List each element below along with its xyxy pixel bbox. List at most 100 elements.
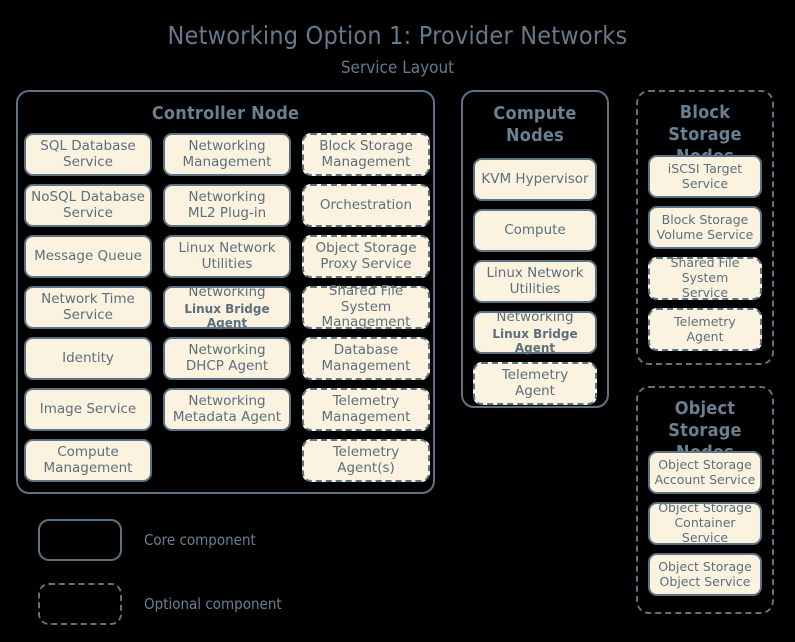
title-area: Networking Option 1: Provider Networks S…	[0, 22, 795, 77]
component-label-line2: Service	[681, 175, 729, 191]
legend-label-core: Core component	[144, 531, 256, 549]
component-label-line2: Management	[321, 408, 411, 425]
component-label-line1: iSCSI Target	[667, 160, 743, 176]
component-label-line1: Message Queue	[34, 247, 142, 264]
component-label-line1: Identity	[62, 349, 114, 366]
component-box-identity: Identity	[24, 337, 152, 380]
component-box-orchestration: Orchestration	[302, 184, 430, 227]
component-label-line1: Networking	[188, 341, 266, 358]
component-label-line1: Object Storage	[315, 239, 417, 256]
component-label-line2: Management	[321, 314, 411, 331]
component-label-line1: Orchestration	[319, 196, 413, 213]
panel-title-compute-nodes: Compute Nodes	[493, 103, 577, 146]
component-label-line1: Block Storage	[319, 137, 413, 154]
component-label-line1: SQL Database	[40, 137, 136, 154]
component-box-compute: Compute	[473, 209, 597, 252]
panel-controller-node: Controller Node	[16, 90, 435, 494]
component-label-line1: Telemetry	[332, 443, 400, 460]
component-label-line1: Object Storage	[658, 500, 752, 516]
page-title: Networking Option 1: Provider Networks	[167, 21, 628, 50]
component-label-line1: Linux Network	[486, 264, 584, 281]
component-label-line2: Linux Bridge Agent	[492, 326, 578, 355]
component-label-line1: Network Time	[41, 290, 135, 307]
component-label-line1: Telemetry	[332, 392, 400, 409]
component-label-line2: Account Service	[654, 471, 756, 487]
component-label-line1: Block Storage	[661, 211, 749, 227]
component-label-line2: Linux Bridge Agent	[184, 301, 270, 330]
component-label-line2: Object Service	[659, 573, 751, 589]
component-label-line2: Management	[321, 153, 411, 170]
component-label-line2: Utilities	[201, 255, 253, 272]
component-label-line1: Shared File System	[328, 282, 404, 315]
legend-swatch-core	[38, 519, 122, 561]
component-label-line1: NoSQL Database	[31, 188, 145, 205]
component-label-line1: Image Service	[39, 400, 137, 417]
component-label-line2: Service	[63, 204, 113, 221]
panel-title-controller-node: Controller Node	[151, 103, 300, 124]
component-label-line2: Agent	[686, 328, 724, 344]
page-subtitle: Service Layout	[340, 57, 455, 78]
component-label-line1: Networking	[188, 283, 266, 300]
component-box-kvm-hypervisor: KVM Hypervisor	[473, 158, 597, 201]
component-label-line2: DHCP Agent	[185, 357, 269, 374]
component-label-line2: Proxy Service	[320, 255, 412, 272]
component-label-line1: Database	[333, 341, 399, 358]
component-label-line2: Service	[63, 153, 113, 170]
grid-spacer	[163, 439, 291, 482]
component-label-line2: Management	[43, 459, 133, 476]
component-label-line1: Telemetry	[501, 366, 569, 383]
component-label-line1: Linux Network	[178, 239, 276, 256]
component-label-line2: Service	[681, 284, 729, 300]
panel-compute-nodes: Compute Nodes	[461, 90, 609, 408]
component-label-line1: Compute	[57, 443, 119, 460]
component-label-line1: Object Storage	[658, 558, 752, 574]
legend-optional-component: Optional component	[38, 583, 282, 625]
component-label-line1: Networking	[188, 137, 266, 154]
component-box-image-service: Image Service	[24, 388, 152, 431]
component-label-line1: Compute	[504, 221, 566, 238]
component-label-line1: Networking	[188, 188, 266, 205]
component-label-line1: Shared File System	[670, 255, 740, 286]
component-label-line1: KVM Hypervisor	[481, 170, 589, 187]
component-label-line2: Container Service	[674, 515, 736, 545]
component-label-line2: Agent(s)	[337, 459, 395, 476]
component-label-line2: Utilities	[509, 280, 561, 297]
component-label-line2: Management	[182, 153, 272, 170]
component-label-line1: Telemetry	[674, 313, 736, 329]
component-label-line2: Service	[63, 306, 113, 323]
component-box-message-queue: Message Queue	[24, 235, 152, 278]
component-label-line2: Management	[321, 357, 411, 374]
component-label-line2: Volume Service	[656, 226, 754, 242]
legend-core-component: Core component	[38, 519, 256, 561]
legend-swatch-optional	[38, 583, 122, 625]
component-label-line1: Networking	[496, 308, 574, 325]
component-label-line2: ML2 Plug-in	[187, 204, 267, 221]
component-label-line2: Metadata Agent	[172, 408, 282, 425]
